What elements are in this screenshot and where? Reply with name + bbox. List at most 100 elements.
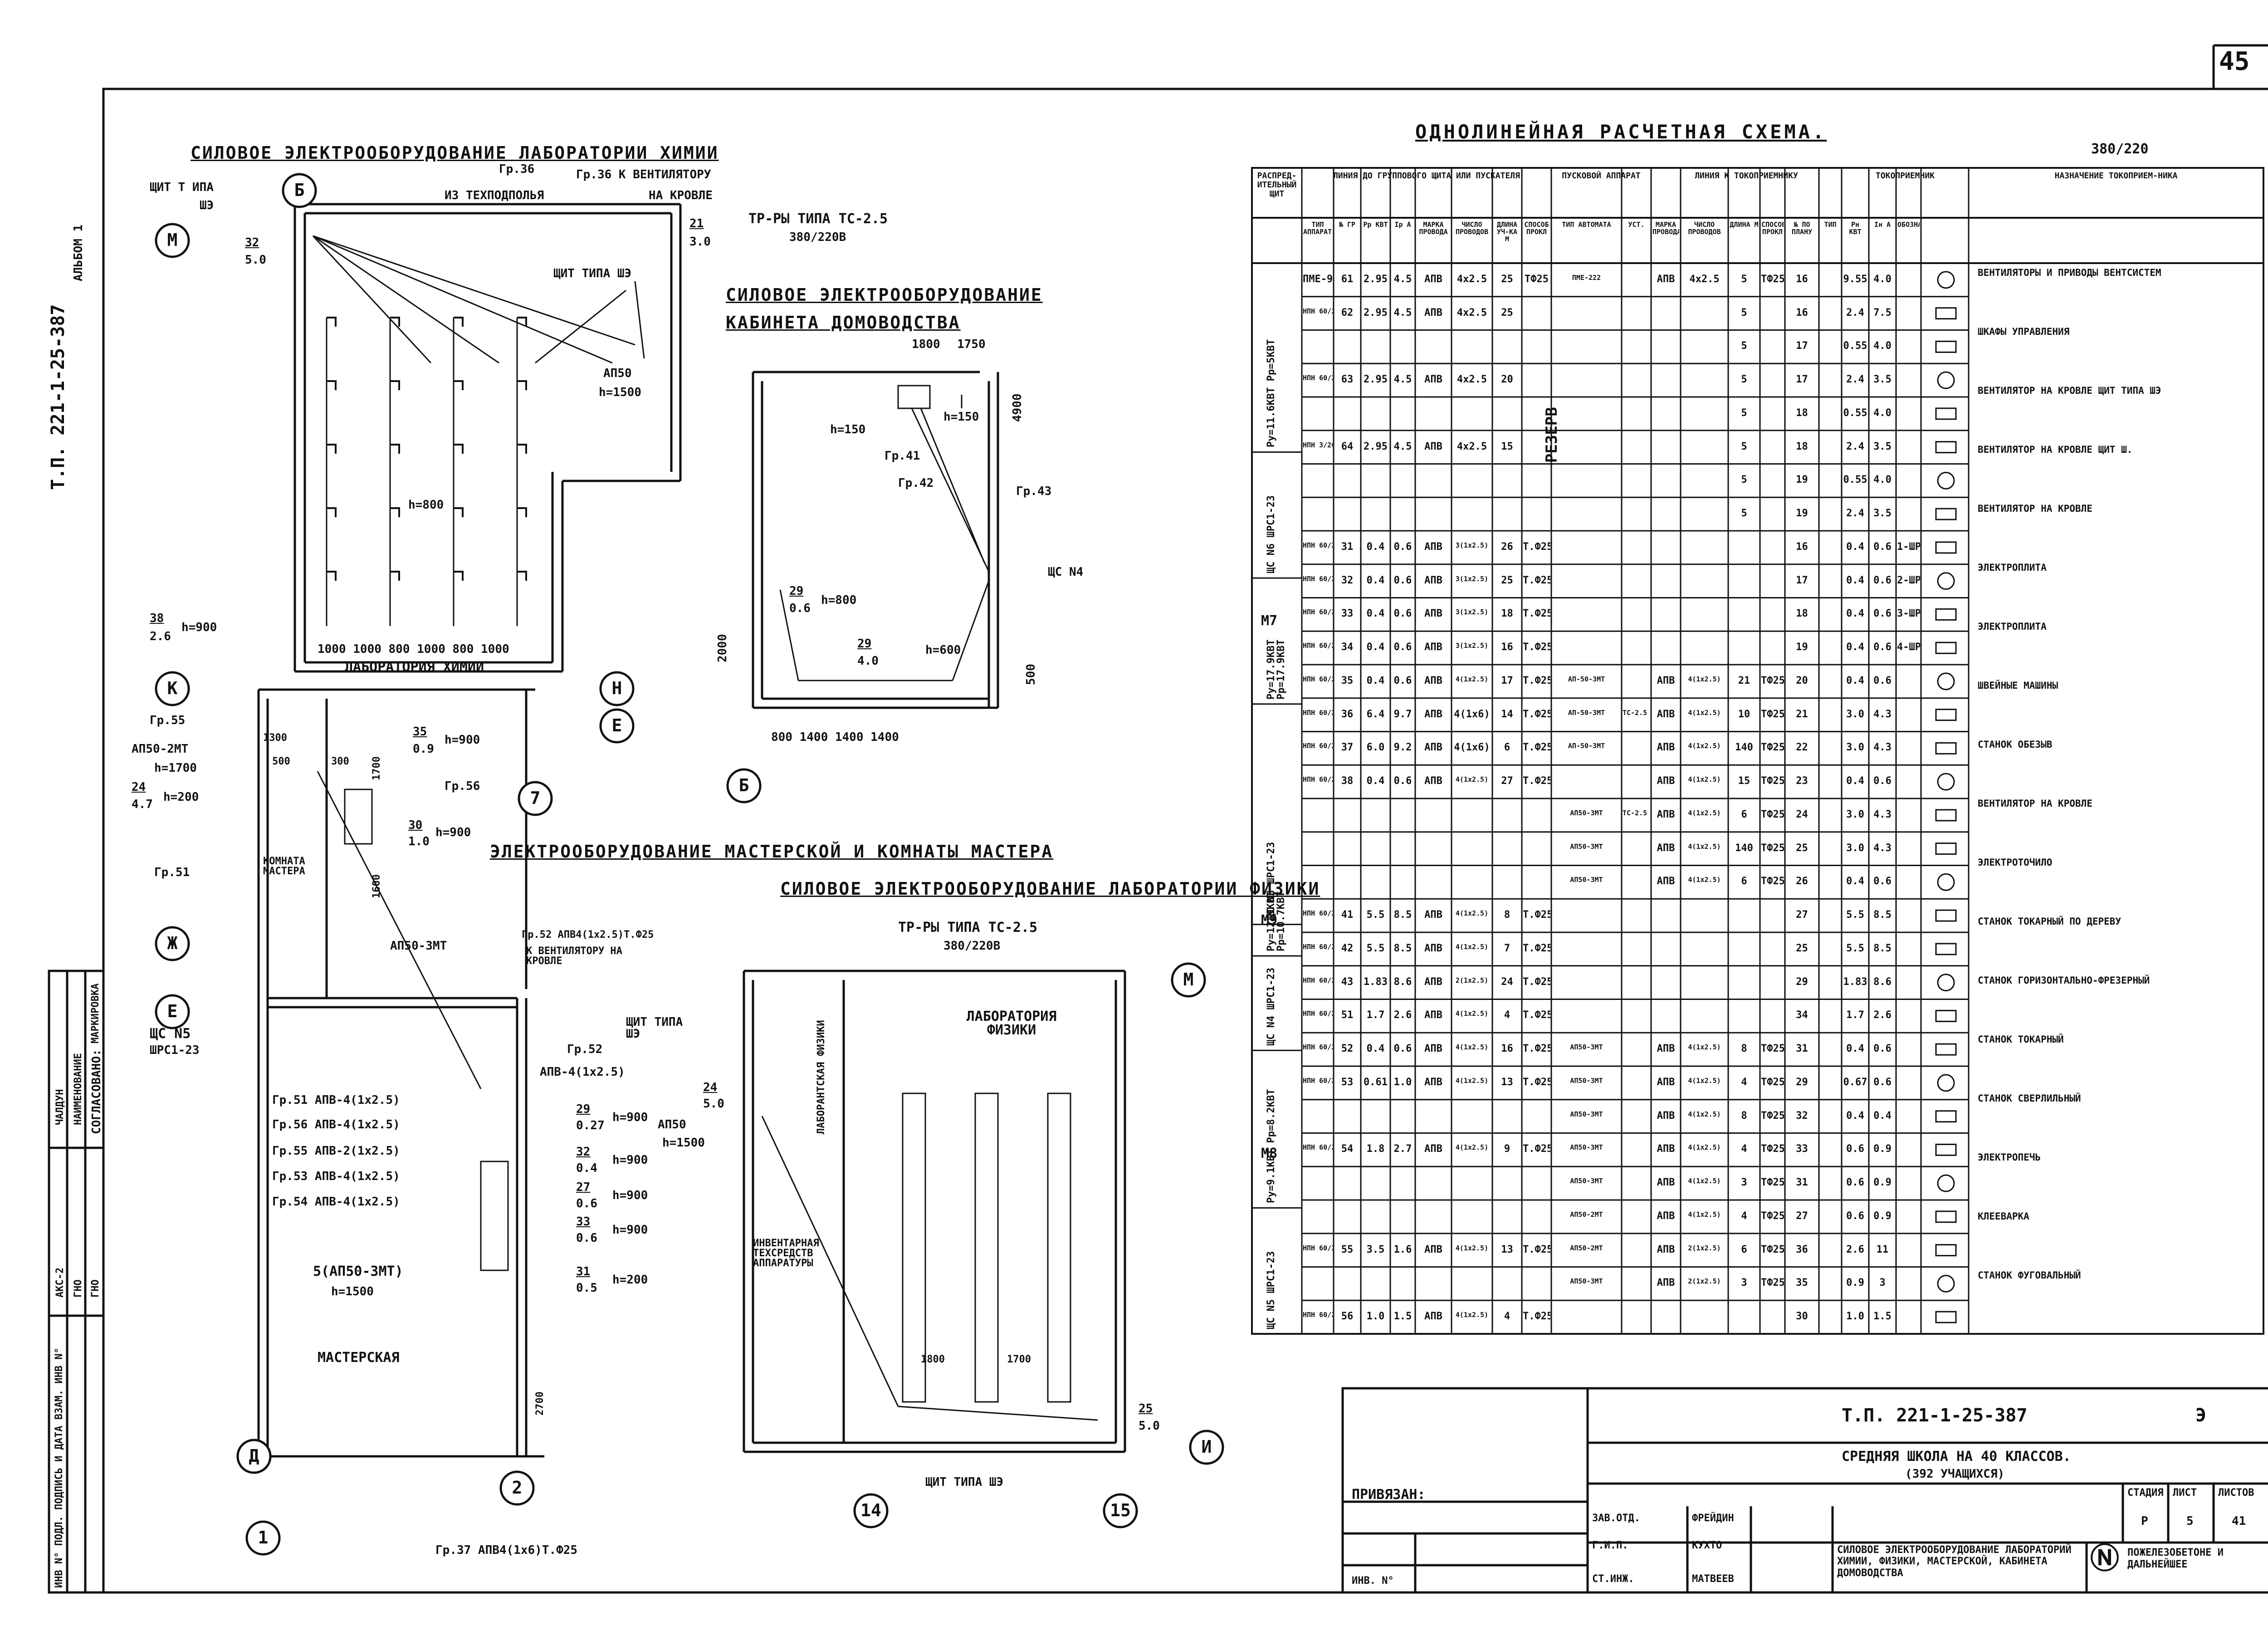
table-cell: 0.4 <box>1846 642 1864 652</box>
purpose-label: ЭЛЕКТРОТОЧИЛО <box>1978 857 2053 868</box>
table-cell: ТФ25 <box>1761 274 1784 284</box>
table-cell: 25 <box>1796 944 1808 954</box>
table-cell: Т.Ф25 <box>1523 710 1550 720</box>
table-cell: АПВ <box>1424 743 1442 753</box>
table-cell: 1.0 <box>1846 1312 1864 1322</box>
table-cell: АПВ <box>1657 1144 1675 1154</box>
table-cell: 4х2.5 <box>1457 442 1487 452</box>
table-cell: 4(1х2.5) <box>1688 877 1721 883</box>
table-cell: 3.5 <box>1366 1245 1385 1255</box>
ws-h200: h=200 <box>163 790 199 804</box>
table-cell: 17 <box>1796 341 1808 351</box>
table-cell: АПВ <box>1424 944 1442 954</box>
chem-frac-num: 32 <box>245 236 259 250</box>
table-cell: 4.3 <box>1873 743 1892 753</box>
table-cell: 4(1х6) <box>1454 743 1490 753</box>
table-cell: 3.0 <box>1846 810 1864 820</box>
table-cell: 4(1х2.5) <box>1455 1312 1489 1318</box>
table-cell: 62 <box>1341 308 1354 318</box>
ws-h900: h=900 <box>445 733 480 747</box>
table-cell: 16 <box>1501 642 1513 652</box>
table-cell: 32 <box>1341 576 1354 586</box>
table-cell: 0.4 <box>1366 542 1385 552</box>
axis-bubble-label: 2 <box>512 1478 523 1498</box>
table-cell: 0.6 <box>1393 542 1412 552</box>
table-cell: 4(1х2.5) <box>1688 810 1721 817</box>
table-cell: 0.4 <box>1846 776 1864 786</box>
table-cell: Т.Ф25 <box>1523 776 1550 786</box>
table-cell: АПВ <box>1657 1111 1675 1121</box>
chem-h900: h=900 <box>181 621 217 634</box>
chem-ap50: АП50 <box>603 367 632 380</box>
axis-bubble-label: И <box>1201 1437 1212 1457</box>
table-cell: 36 <box>1796 1245 1808 1255</box>
table-group-header: РАСПРЕД-ИТЕЛЬНЫЙ ЩИТ <box>1257 171 1297 199</box>
table-cell: 11 <box>1876 1245 1889 1255</box>
table-cell: Т.Ф25 <box>1523 1312 1550 1322</box>
table-cell: 5 <box>1741 308 1747 318</box>
ws-h900: h=900 <box>612 1111 648 1124</box>
table-column-header: ДЛИНА УЧ-КА М <box>1496 221 1518 243</box>
table-column-header: ДЛИНА М <box>1730 221 1759 229</box>
reserve-label: РЕЗЕРВ <box>1543 407 1561 463</box>
stamp-sheets-hdr: ЛИСТОВ <box>2218 1487 2254 1499</box>
table-cell: Т.Ф25 <box>1523 609 1550 619</box>
phys-prep: ЛАБОРАНТСКАЯ ФИЗИКИ <box>816 1020 827 1134</box>
table-cell: АПВ <box>1424 274 1442 284</box>
table-cell: 3.5 <box>1873 375 1892 385</box>
stamp-sheet: 5 <box>2186 1514 2194 1528</box>
consumer-symbol <box>1935 608 1957 621</box>
physics-plan <box>743 970 1126 1453</box>
table-cell: ТФ25 <box>1761 1144 1784 1154</box>
table-cell: АПВ <box>1424 776 1442 786</box>
table-group-header: ЛИНИЯ ДО ГРУППОВОГО ЩИТА ИЛИ ПУСКАТЕЛЯ <box>1333 171 1520 181</box>
table-column-header: СПОСОБ ПРОКЛ <box>1761 221 1784 236</box>
consumer-symbol <box>1937 471 1955 490</box>
table-column-header: Рр КВТ <box>1363 221 1388 229</box>
table-cell: 35 <box>1341 676 1354 686</box>
dom-dim: 1750 <box>957 338 986 351</box>
stamp-code: Т.П. 221-1-25-387 <box>1842 1405 2028 1426</box>
consumer-symbol <box>1937 773 1955 791</box>
voltage-label: 380/220 <box>2091 141 2149 157</box>
ws-apv: АПВ-4(1х2.5) <box>540 1065 625 1079</box>
table-cell: АПВ <box>1424 576 1442 586</box>
table-cell: АПВ <box>1424 1078 1442 1087</box>
stamp-sheet-hdr: ЛИСТ <box>2173 1487 2197 1499</box>
table-column-header: Ір А <box>1394 221 1411 229</box>
table-cell: 3 <box>1741 1178 1747 1188</box>
table-cell: 55 <box>1341 1245 1354 1255</box>
table-cell: 63 <box>1341 375 1354 385</box>
ws-h1500: h=1500 <box>331 1285 374 1298</box>
axis-bubble-label: 7 <box>530 788 541 808</box>
chem-shield: ЩИТ Т ИПА <box>150 181 214 194</box>
table-cell: 2(1х2.5) <box>1688 1245 1721 1252</box>
consumer-symbol <box>1937 974 1955 992</box>
table-cell: 22 <box>1796 743 1808 753</box>
table-cell: 4(1х2.5) <box>1688 1044 1721 1051</box>
panel-label: ЩС N5 ШРС1-23 <box>1266 1251 1277 1329</box>
ws-frac-den: 1.0 <box>408 835 430 848</box>
table-cell: 2.7 <box>1393 1144 1412 1154</box>
table-cell: 56 <box>1341 1312 1354 1322</box>
table-cell: АПВ <box>1657 1211 1675 1221</box>
table-cell: 18 <box>1796 408 1808 418</box>
table-cell: АПВ <box>1424 1010 1442 1020</box>
table-cell: НПН 3/20 <box>1303 442 1333 449</box>
consumer-symbol <box>1935 1143 1957 1156</box>
table-cell: 4.5 <box>1393 274 1412 284</box>
ws-frac-den: 0.9 <box>413 742 434 756</box>
phys-tr-v: 380/220В <box>943 939 1001 953</box>
table-cell: 0.6 <box>1393 676 1412 686</box>
table-cell: 9.55 <box>1843 274 1867 284</box>
table-cell: 3.0 <box>1846 710 1864 720</box>
stamp-org: ПОЖЕЛЕЗОБЕТОНЕ И ДАЛЬНЕЙШЕЕ <box>2127 1547 2224 1571</box>
dom-plan <box>752 371 999 709</box>
table-cell: 30 <box>1796 1312 1808 1322</box>
table-cell: 1.7 <box>1846 1010 1864 1020</box>
phys-room: ЛАБОРАТОРИЯ ФИЗИКИ <box>966 1009 1057 1038</box>
table-cell: 27 <box>1796 1211 1808 1221</box>
table-cell: 0.9 <box>1873 1178 1892 1188</box>
stamp-name: МАТВЕЕВ <box>1692 1573 1734 1585</box>
table-cell: 4(1х2.5) <box>1455 1245 1489 1252</box>
